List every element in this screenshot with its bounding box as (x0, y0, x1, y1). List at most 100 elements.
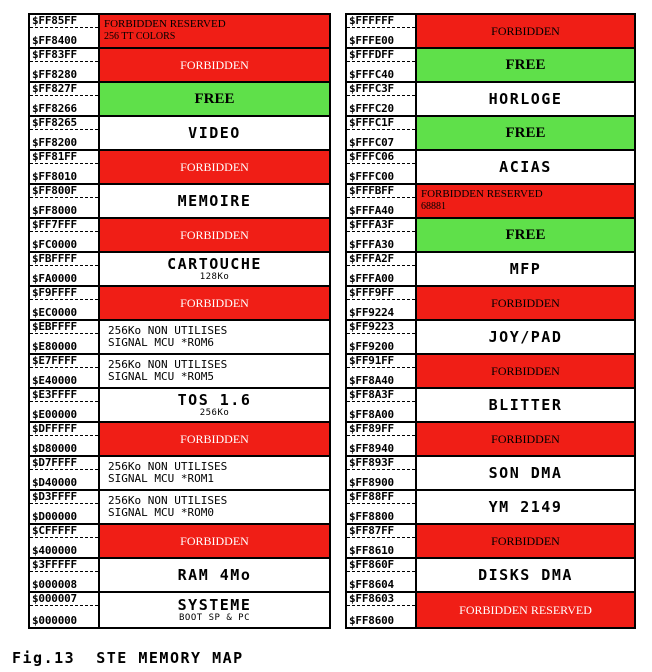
block-sublabel: 256 TT COLORS (104, 31, 176, 42)
block-label: HORLOGE (488, 90, 563, 108)
memory-block-forbidden: $FFFFFF $FFFE00 FORBIDDEN (345, 15, 636, 47)
block-divider (28, 47, 331, 49)
start-address: $FFFC00 (349, 170, 394, 183)
block-divider (345, 387, 636, 389)
memory-block-video: $FF8265 $FF8200 VIDEO (28, 117, 331, 149)
address-range: $D3FFFF$D00000 (28, 491, 100, 523)
block-label-area: FORBIDDEN (417, 423, 636, 455)
address-range: $FF8603$FF8600 (345, 593, 417, 627)
block-label: RAM 4Mo (177, 566, 252, 584)
address-range: $FFFBFF$FFFA40 (345, 185, 417, 217)
block-label: YM 2149 (488, 498, 563, 516)
memory-block-ram-4mo: $3FFFFF$000008 RAM 4Mo (28, 559, 331, 591)
block-divider (28, 13, 331, 15)
start-address: $FFFA30 (349, 238, 394, 251)
block-divider (28, 489, 331, 491)
block-label-area: YM 2149 (417, 491, 636, 523)
address-range: $FFFC1F$FFFC07 (345, 117, 417, 149)
end-address: $000007 (30, 593, 98, 606)
start-address: $FF8280 (32, 68, 77, 81)
block-label-area: DISKS DMA (417, 559, 636, 591)
end-address: $EBFFFF (30, 321, 98, 334)
block-divider (345, 319, 636, 321)
end-address: $FF89FF (347, 423, 415, 436)
memory-block-forbidden: $FF83FF $FF8280 FORBIDDEN (28, 49, 331, 81)
address-range: $FFFA2F$FFFA00 (345, 253, 417, 285)
figure-caption: Fig.13 STE MEMORY MAP (12, 649, 244, 667)
start-address: $FFFC40 (349, 68, 394, 81)
address-range: $FF87FF$FF8610 (345, 525, 417, 557)
address-range: $FF85FF$FF8400 (28, 15, 100, 47)
start-address: $FFFE00 (349, 34, 394, 47)
start-address: $400000 (32, 544, 77, 557)
end-address: $FF827F (30, 83, 98, 96)
block-label: FREE (194, 90, 235, 107)
end-address: $FF860F (347, 559, 415, 572)
block-label: FORBIDDEN RESERVED (421, 188, 543, 200)
end-address: $FF87FF (347, 525, 415, 538)
start-address: $FF8200 (32, 136, 77, 149)
block-divider (345, 81, 636, 83)
block-divider (28, 81, 331, 83)
block-divider (345, 285, 636, 287)
block-label-area: FORBIDDEN (100, 49, 331, 81)
end-address: $FF8265 (30, 117, 98, 130)
start-address: $FF8900 (349, 476, 394, 489)
end-address: $D7FFFF (30, 457, 98, 470)
end-address: $FF83FF (30, 49, 98, 62)
block-divider (28, 523, 331, 525)
block-label: FORBIDDEN (491, 431, 560, 446)
start-address: $E40000 (32, 374, 77, 387)
address-range: $FF860F$FF8604 (345, 559, 417, 591)
address-range: $FFFA3F $FFFA30 (345, 219, 417, 251)
address-range: $FF8A3F$FF8A00 (345, 389, 417, 421)
end-address: $CFFFFF (30, 525, 98, 538)
block-divider (28, 319, 331, 321)
end-address: $FF85FF (30, 15, 98, 28)
address-range: $FF91FF$FF8A40 (345, 355, 417, 387)
block-label: FORBIDDEN RESERVED (104, 18, 226, 30)
block-divider (345, 13, 636, 15)
end-address: $FFFBFF (347, 185, 415, 198)
block-label: VIDEO (188, 124, 241, 142)
end-address: $FFFC06 (347, 151, 415, 164)
start-address: $FF9224 (349, 306, 394, 319)
block-label: FORBIDDEN (491, 23, 560, 38)
block-label-area: JOY/PAD (417, 321, 636, 353)
block-label-area: FREE (417, 117, 636, 149)
block-label-area: FORBIDDEN (417, 525, 636, 557)
block-label-area: FORBIDDEN (100, 219, 331, 251)
block-label-area: FORBIDDEN (100, 423, 331, 455)
start-address: $000000 (32, 614, 77, 627)
end-address: $D3FFFF (30, 491, 98, 504)
end-address: $FFFFFF (347, 15, 415, 28)
block-divider (28, 251, 331, 253)
end-address: $FFFA3F (347, 219, 415, 232)
address-range: $F9FFFF$EC0000 (28, 287, 100, 319)
end-address: $FF800F (30, 185, 98, 198)
block-label: FORBIDDEN (180, 295, 249, 310)
block-sublabel: SIGNAL MCU *ROM5 (108, 370, 214, 383)
address-range: $3FFFFF$000008 (28, 559, 100, 591)
block-divider (28, 421, 331, 423)
block-label: 256Ko NON UTILISES (108, 358, 228, 371)
end-address: $FF8A3F (347, 389, 415, 402)
address-range: $DFFFFF$D80000 (28, 423, 100, 455)
address-range: $FBFFFF$FA0000 (28, 253, 100, 285)
address-range: $FF800F$FF8000 (28, 185, 100, 217)
block-divider (345, 557, 636, 559)
start-address: $FC0000 (32, 238, 77, 251)
block-label: SON DMA (488, 464, 563, 482)
block-label: FORBIDDEN (491, 363, 560, 378)
start-address: $FFFC20 (349, 102, 394, 115)
address-range: $FF893F$FF8900 (345, 457, 417, 489)
